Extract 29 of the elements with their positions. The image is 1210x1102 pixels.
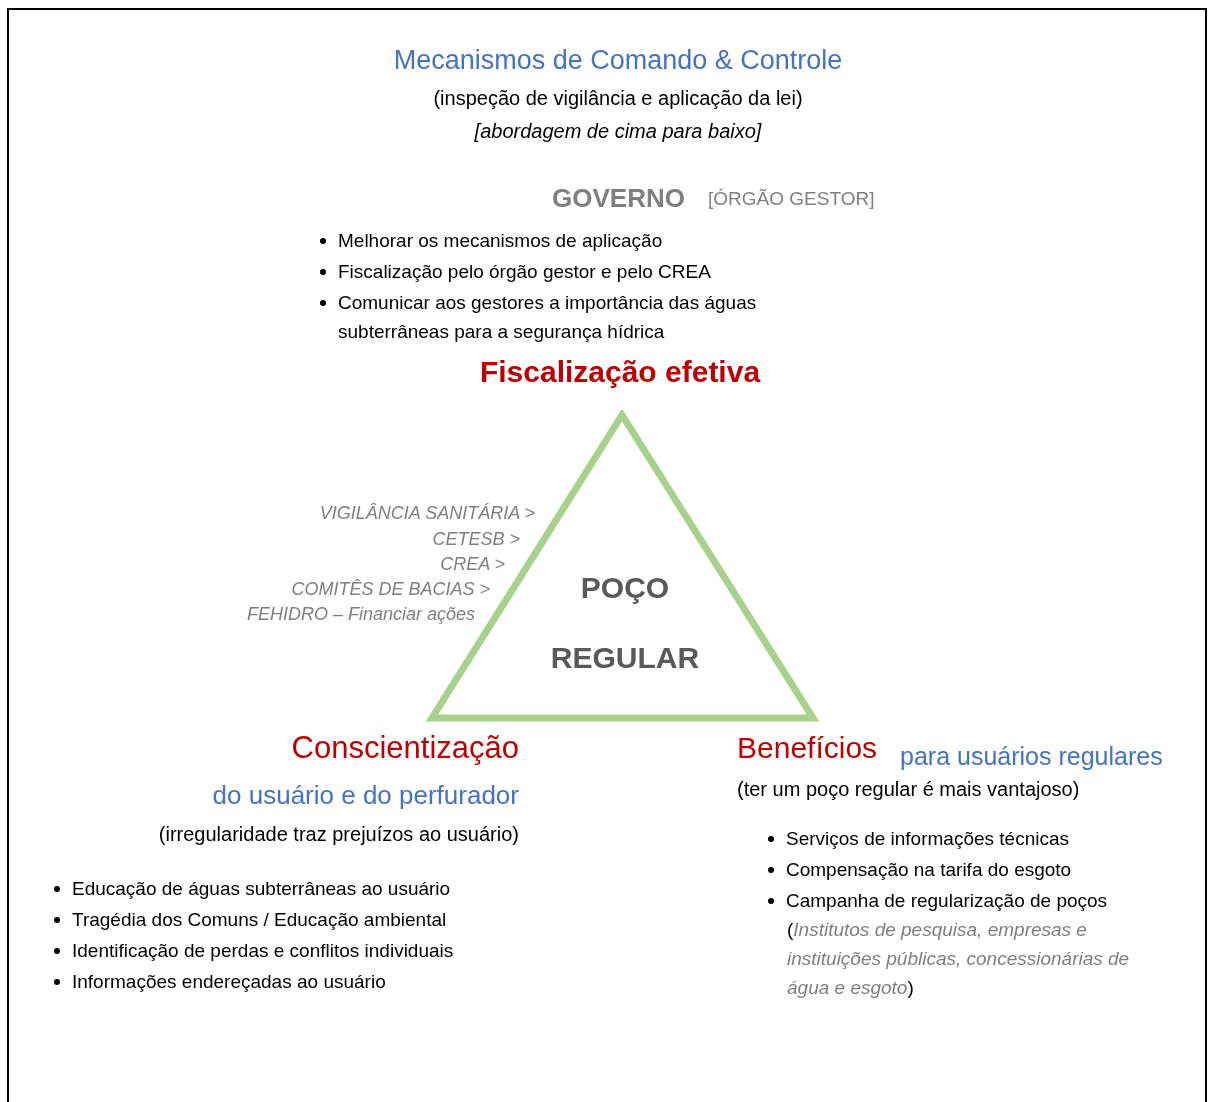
bullet-item: Campanha de regularização de poços (766, 886, 1108, 915)
subheading: do usuário e do perfurador (212, 780, 519, 812)
bullet-item: Educação de águas subterrâneas ao usuário (52, 874, 451, 903)
agency-label: CETESB > (432, 529, 520, 551)
bullet-item: Comunicar aos gestores a importância das águas subterrâneas para a segurança hídrica (318, 288, 778, 346)
bullet-item: Fiscalização pelo órgão gestor e pelo CREA (318, 257, 711, 286)
bullet-item: Melhorar os mecanismos de aplicação (318, 226, 663, 255)
agency-label: CREA > (440, 554, 505, 576)
heading: GOVERNO (552, 183, 685, 215)
heading: Benefícios (737, 730, 878, 766)
subheading: para usuários regulares (900, 741, 1163, 771)
node-label: POÇO REGULAR (549, 570, 701, 676)
bullet-item: Identificação de perdas e conflitos individuais (52, 936, 454, 965)
agency-label: VIGILÂNCIA SANITÁRIA > (319, 503, 535, 525)
title: Mecanismos de Comando & Controle (392, 44, 844, 77)
heading: Fiscalização efetiva (479, 354, 761, 390)
agency-label: COMITÊS DE BACIAS > (291, 579, 490, 601)
bullet-item: Serviços de informações técnicas (766, 824, 1069, 853)
heading-note: [ÓRGÃO GESTOR] (708, 188, 875, 211)
note: (Institutos de pesquisa, empresas e instituições públicas, concessionárias de água e esgoto) (787, 918, 1131, 1000)
agency-label: FEHIDRO – Financiar ações (246, 604, 475, 626)
bullet-item: Informações endereçadas ao usuário (52, 967, 386, 996)
bullet-item: Tragédia dos Comuns / Educação ambiental (52, 905, 447, 934)
subtitle: [abordagem de cima para baixo] (474, 119, 762, 143)
note: (ter um poço regular é mais vantajoso) (737, 777, 1080, 801)
note: (irregularidade traz prejuízos ao usuário) (158, 822, 519, 846)
subtitle: (inspeção de vigilância e aplicação da lei) (433, 86, 803, 110)
bullet-item: Compensação na tarifa do esgoto (766, 855, 1072, 884)
heading: Conscientização (291, 729, 519, 767)
